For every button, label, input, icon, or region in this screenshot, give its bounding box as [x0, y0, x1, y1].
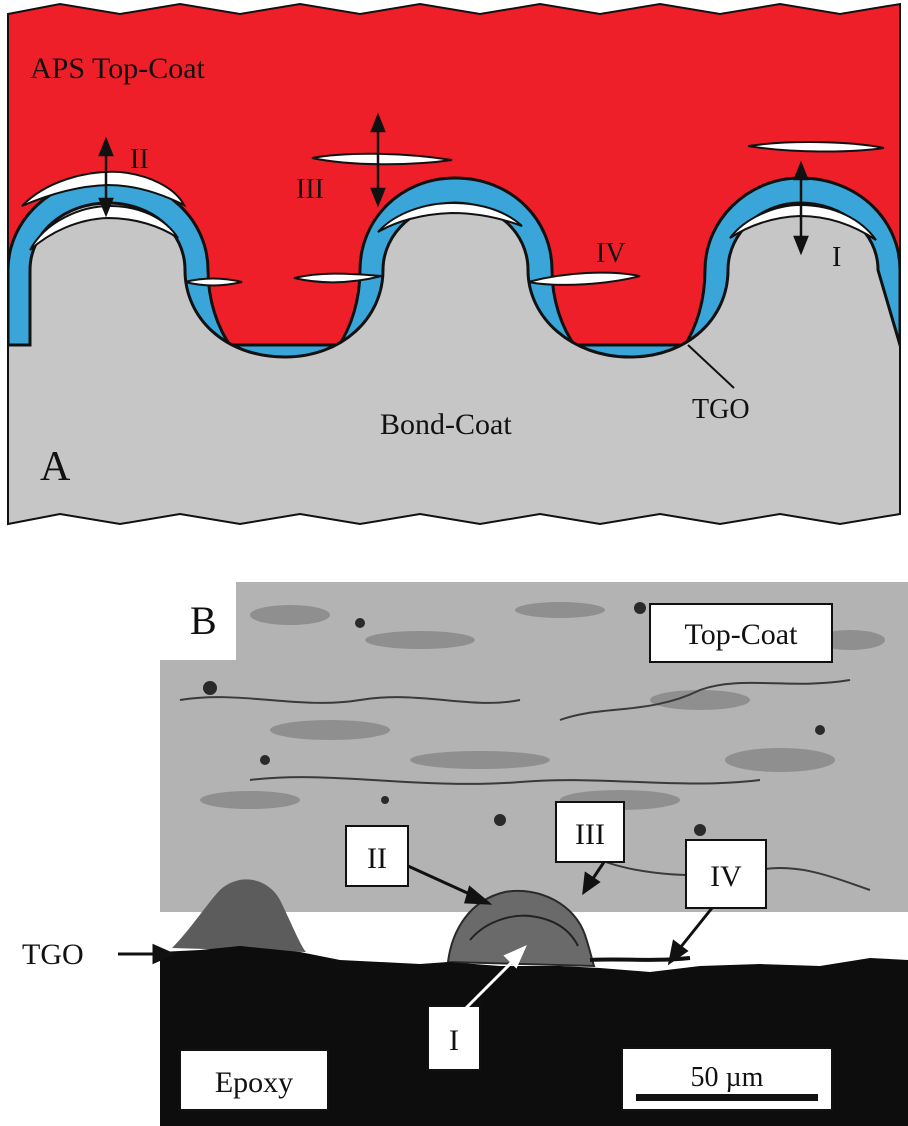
epoxy-label-box: Epoxy: [179, 1049, 329, 1111]
arrow-ii: [98, 136, 114, 218]
panel-a-top-coat-label: APS Top-Coat: [30, 52, 206, 85]
tgo-leader-line: [687, 344, 735, 389]
panel-a-crack-label-ii: II: [130, 144, 149, 175]
crack-mid-horizontal: [293, 272, 383, 284]
panel-a-crack-label-iii: III: [296, 174, 324, 205]
panel-a-tgo-label: TGO: [692, 394, 750, 425]
arrow-to-crack-ii: [407, 864, 493, 905]
panel-a-crack-label-iv: IV: [596, 238, 626, 269]
crack-center-tgo: [377, 201, 523, 233]
crack-upper-right: [747, 141, 885, 153]
bond-coat-region: [8, 201, 900, 524]
panel-b-crack-label-iii: III: [575, 818, 605, 851]
panel-a-bond-coat-label: Bond-Coat: [380, 408, 512, 441]
panel-b-crack-label-i: I: [449, 1024, 459, 1057]
crack-i-right: [729, 203, 877, 241]
crack-left-horizontal: [184, 277, 243, 287]
arrow-to-crack-iv: [667, 907, 714, 966]
micrograph-texture: [200, 602, 885, 810]
panel-b-letter: B: [190, 598, 217, 643]
panel-b-micrograph: [160, 582, 908, 1126]
micrograph-crack-i: [469, 914, 579, 947]
top-coat-label-box: Top-Coat: [649, 603, 833, 663]
panel-b-top-coat-label: Top-Coat: [685, 618, 799, 651]
micrograph-crack-iv: [589, 956, 691, 962]
panel-a-diagram: [8, 4, 900, 524]
crack-iii-label-box: III: [555, 801, 625, 863]
panel-b-crack-label-iv: IV: [710, 860, 742, 893]
arrow-iii: [370, 112, 386, 208]
arrow-i: [793, 160, 809, 256]
arrow-to-crack-i: [464, 945, 527, 1010]
crack-ii: [21, 170, 187, 208]
micrograph-tgo-left: [172, 879, 306, 952]
crack-i-left: [29, 204, 179, 251]
crack-iv-label-box: IV: [685, 839, 767, 909]
micrograph-tgo-bump: [446, 889, 596, 968]
scale-bar-box: 50 µm: [621, 1047, 833, 1111]
scale-bar-label: 50 µm: [691, 1062, 764, 1093]
arrow-to-crack-iii: [582, 861, 606, 896]
crack-ii-label-box: II: [345, 825, 409, 887]
micrograph-pores: [203, 602, 825, 836]
panel-a-border: [7, 2, 901, 526]
panel-a-letter: A: [40, 444, 71, 490]
crack-iv: [527, 271, 641, 286]
crack-iii: [311, 152, 453, 166]
crack-i-label-box: I: [427, 1005, 481, 1071]
panel-a-crack-label-i: I: [832, 242, 841, 273]
scale-bar: [636, 1094, 818, 1101]
panel-b-crack-label-ii: II: [367, 842, 387, 875]
arrow-to-tgo: [118, 943, 176, 965]
panel-b-tgo-label: TGO: [22, 938, 84, 971]
panel-b-epoxy-label: Epoxy: [215, 1066, 293, 1099]
